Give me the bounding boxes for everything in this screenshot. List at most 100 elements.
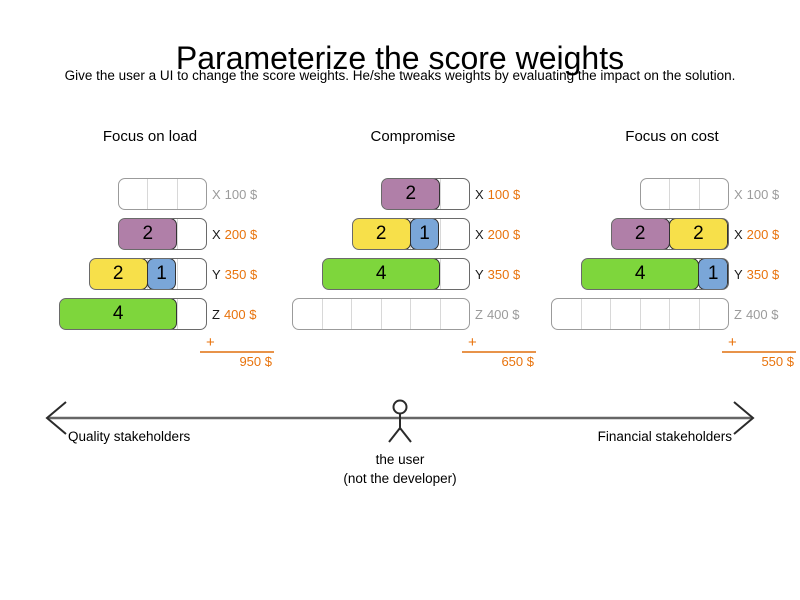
slider-slot[interactable]: [148, 299, 178, 329]
row-amount: 200 $: [487, 226, 521, 242]
row-amount: 200 $: [224, 226, 258, 242]
slider-slot[interactable]: [178, 299, 206, 329]
weight-segment[interactable]: 2: [611, 219, 670, 249]
weight-slider[interactable]: [118, 178, 207, 210]
slider-track: [552, 299, 728, 329]
slider-slot[interactable]: [611, 299, 641, 329]
column-title: Compromise: [370, 128, 456, 145]
weight-segment[interactable]: 2: [119, 219, 178, 249]
weight-slider[interactable]: [292, 298, 470, 330]
weight-segment[interactable]: 1: [409, 219, 440, 249]
weight-segment[interactable]: 2: [668, 219, 728, 249]
slider-slot[interactable]: [441, 219, 469, 249]
row-amount: 100 $: [224, 186, 258, 202]
slider-slot[interactable]: [670, 179, 700, 209]
row-amount: 350 $: [746, 266, 780, 282]
slider-slot[interactable]: [178, 259, 206, 289]
slider-slot[interactable]: [441, 299, 469, 329]
slider-slot[interactable]: [352, 299, 382, 329]
weight-segments: 2: [119, 219, 178, 249]
slider-slot[interactable]: [641, 179, 671, 209]
weight-segment[interactable]: 1: [146, 259, 177, 289]
slider-slot[interactable]: [582, 299, 612, 329]
row-letter: X: [475, 186, 484, 202]
total-cost-block: +550 $: [722, 334, 796, 370]
weight-segment[interactable]: 4: [582, 259, 700, 289]
row-letter: Z: [212, 306, 220, 322]
weight-segments: 4: [323, 259, 441, 289]
row-letter: Y: [734, 266, 743, 282]
row-letter: X: [212, 226, 221, 242]
weight-segment[interactable]: 4: [60, 299, 178, 329]
total-amount: 550 $: [761, 354, 794, 369]
weight-segments: 2: [382, 179, 441, 209]
page-subtitle: Give the user a UI to change the score w…: [64, 68, 736, 83]
row-letter: Y: [212, 266, 221, 282]
slider-slot[interactable]: [700, 179, 728, 209]
total-amount: 650 $: [501, 354, 534, 369]
slider-slot[interactable]: [148, 179, 178, 209]
plus-sign: +: [468, 334, 477, 351]
user-caption-line-2: (not the developer): [343, 471, 457, 486]
weight-slider[interactable]: [551, 298, 729, 330]
slider-slot[interactable]: [441, 259, 469, 289]
weight-slider[interactable]: 4: [322, 258, 470, 290]
slider-slot[interactable]: [178, 219, 206, 249]
slider-track: [293, 299, 469, 329]
slider-slot[interactable]: [641, 299, 671, 329]
total-amount: 950 $: [239, 354, 272, 369]
slider-slot[interactable]: [148, 259, 178, 289]
row-amount: 100 $: [746, 186, 780, 202]
user-caption-line-1: the user: [375, 452, 425, 467]
spectrum-right-label: Financial stakeholders: [597, 429, 732, 444]
slider-slot[interactable]: [323, 299, 353, 329]
sum-divider: [462, 351, 536, 353]
weight-slider[interactable]: 4: [59, 298, 207, 330]
slider-slot[interactable]: [382, 299, 412, 329]
weight-segment[interactable]: 4: [323, 259, 441, 289]
slider-slot[interactable]: [411, 299, 441, 329]
weight-segment[interactable]: 2: [89, 259, 148, 289]
slider-slot[interactable]: [700, 299, 728, 329]
row-letter: Y: [475, 266, 484, 282]
weight-segment[interactable]: 2: [352, 219, 411, 249]
plus-sign: +: [728, 334, 737, 351]
user-stick-figure-icon: [388, 399, 412, 443]
row-letter: Z: [475, 306, 483, 322]
row-letter: Z: [734, 306, 742, 322]
sum-divider: [722, 351, 796, 353]
slider-slot[interactable]: [670, 299, 700, 329]
total-cost-block: +650 $: [462, 334, 536, 370]
weight-segment[interactable]: 1: [698, 259, 728, 289]
slider-slot[interactable]: [178, 179, 206, 209]
slider-slot[interactable]: [293, 299, 323, 329]
slider-slot[interactable]: [411, 179, 441, 209]
weight-slider[interactable]: 2: [381, 178, 470, 210]
slider-slot[interactable]: [441, 179, 469, 209]
slider-slot[interactable]: [148, 219, 178, 249]
weight-segment[interactable]: 2: [382, 179, 441, 209]
row-amount: 100 $: [487, 186, 521, 202]
weight-slider[interactable]: 2: [118, 218, 207, 250]
slider-slot[interactable]: [411, 259, 441, 289]
row-amount: 350 $: [487, 266, 521, 282]
row-letter: X: [475, 226, 484, 242]
slider-slot[interactable]: [552, 299, 582, 329]
slider-slot[interactable]: [119, 179, 149, 209]
slider-slot[interactable]: [411, 219, 441, 249]
row-amount: 200 $: [746, 226, 780, 242]
weight-slider[interactable]: [640, 178, 729, 210]
stakeholder-spectrum: Quality stakeholders Financial stakehold…: [0, 396, 800, 516]
